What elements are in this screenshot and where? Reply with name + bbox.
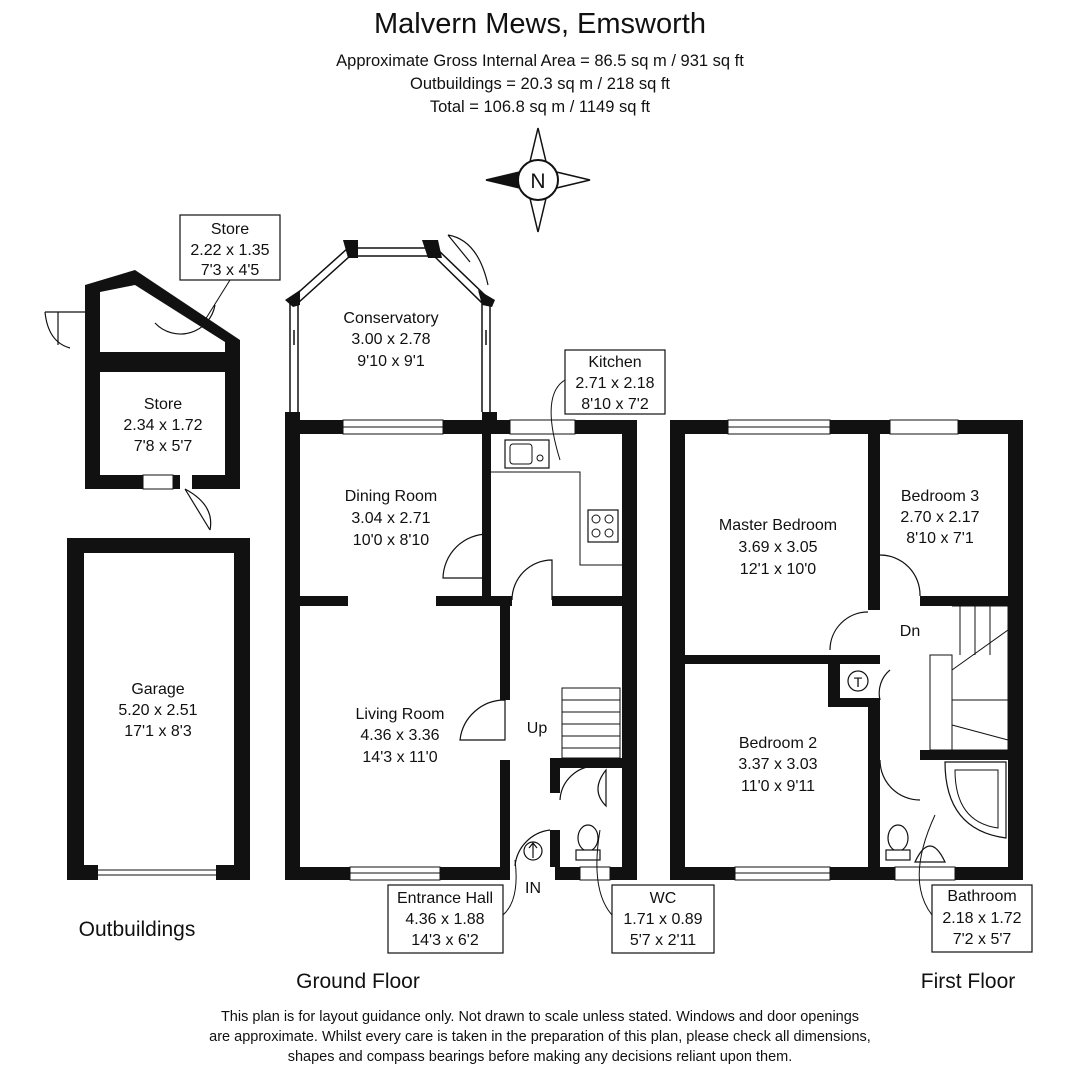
disclaimer-line-1: This plan is for layout guidance only. N… xyxy=(220,1009,860,1025)
bedroom2-metric: 3.37 x 3.03 xyxy=(738,756,817,773)
stairs-first-icon xyxy=(929,605,1009,751)
wc-imperial: 5'7 x 2'11 xyxy=(630,932,696,949)
store-upper-outline xyxy=(44,270,240,362)
conservatory-metric: 3.00 x 2.78 xyxy=(351,331,430,348)
compass-icon: N xyxy=(485,127,591,233)
store-callout-box xyxy=(179,214,281,281)
plan-title: Malvern Mews, Emsworth xyxy=(374,8,706,40)
bedroom2-imperial: 11'0 x 9'11 xyxy=(741,778,815,795)
bathroom-toilet-icon xyxy=(885,824,911,861)
stairs-up-label: Up xyxy=(527,720,548,737)
outbuildings-area-text: Outbuildings = 20.3 sq m / 218 sq ft xyxy=(409,75,671,93)
garage-name: Garage xyxy=(131,681,184,698)
wc-name: WC xyxy=(650,890,677,907)
bedroom3-metric: 2.70 x 2.17 xyxy=(900,509,979,526)
entrance-in-label: IN xyxy=(525,880,541,897)
living-name: Living Room xyxy=(356,706,445,723)
water-tank-icon xyxy=(847,670,869,692)
bathroom-name: Bathroom xyxy=(947,888,1016,905)
store-imperial: 7'8 x 5'7 xyxy=(134,438,193,455)
conservatory-outline xyxy=(289,247,491,412)
entrance-metric: 4.36 x 1.88 xyxy=(405,911,484,928)
store-upper-name: Store xyxy=(211,221,249,238)
store-upper-metric: 2.22 x 1.35 xyxy=(190,242,269,259)
wc-toilet-icon xyxy=(575,824,601,861)
entrance-name: Entrance Hall xyxy=(397,890,493,907)
kitchen-name: Kitchen xyxy=(588,354,641,371)
compass-north-label: N xyxy=(530,170,545,193)
garage-imperial: 17'1 x 8'3 xyxy=(124,723,192,740)
master-metric: 3.69 x 3.05 xyxy=(738,539,817,556)
master-imperial: 12'1 x 10'0 xyxy=(740,561,816,578)
store-name: Store xyxy=(144,396,182,413)
bathroom-imperial: 7'2 x 5'7 xyxy=(953,931,1012,948)
entrance-imperial: 14'3 x 6'2 xyxy=(411,932,479,949)
stairs-ground-icon xyxy=(561,687,621,759)
kitchen-metric: 2.71 x 2.18 xyxy=(575,375,654,392)
wc-basin-icon xyxy=(597,768,607,808)
dining-imperial: 10'0 x 8'10 xyxy=(353,532,429,549)
garage-metric: 5.20 x 2.51 xyxy=(118,702,197,719)
outbuildings-caption: Outbuildings xyxy=(79,918,196,941)
kitchen-imperial: 8'10 x 7'2 xyxy=(581,396,649,413)
entrance-callout-box xyxy=(387,884,504,954)
bathroom-metric: 2.18 x 1.72 xyxy=(942,910,1021,927)
gross-area-text: Approximate Gross Internal Area = 86.5 s… xyxy=(336,52,744,70)
total-area-text: Total = 106.8 sq m / 1149 sq ft xyxy=(429,98,651,116)
bedroom2-name: Bedroom 2 xyxy=(739,735,817,752)
bedroom3-imperial: 8'10 x 7'1 xyxy=(906,530,974,547)
living-imperial: 14'3 x 11'0 xyxy=(362,749,437,766)
entrance-arrow-icon xyxy=(523,841,543,861)
dining-name: Dining Room xyxy=(345,488,437,505)
store-lower-outline xyxy=(85,362,240,531)
living-metric: 4.36 x 3.36 xyxy=(360,727,439,744)
bath-tub-icon xyxy=(944,761,1007,839)
tank-label: T xyxy=(854,674,863,690)
kitchen-sink-icon xyxy=(504,439,550,469)
store-metric: 2.34 x 1.72 xyxy=(123,417,202,434)
kitchen-hob-icon xyxy=(587,509,619,543)
store-upper-imperial: 7'3 x 4'5 xyxy=(201,262,260,279)
dining-metric: 3.04 x 2.71 xyxy=(351,510,430,527)
kitchen-callout-box xyxy=(564,349,666,415)
conservatory-imperial: 9'10 x 9'1 xyxy=(357,353,425,370)
garage-outline xyxy=(67,538,250,880)
master-name: Master Bedroom xyxy=(719,517,837,534)
disclaimer-line-2: are approximate. Whilst every care is ta… xyxy=(209,1029,871,1045)
bathroom-callout-box xyxy=(931,884,1033,953)
wc-metric: 1.71 x 0.89 xyxy=(623,911,702,928)
ground-floor-walls xyxy=(285,412,637,881)
wc-callout-box xyxy=(611,884,715,954)
ground-floor-caption: Ground Floor xyxy=(296,970,420,993)
disclaimer-line-3: shapes and compass bearings before makin… xyxy=(287,1049,793,1065)
first-floor-caption: First Floor xyxy=(921,970,1016,993)
conservatory-name: Conservatory xyxy=(343,310,438,327)
stairs-down-label: Dn xyxy=(900,623,920,640)
bedroom3-name: Bedroom 3 xyxy=(901,488,979,505)
